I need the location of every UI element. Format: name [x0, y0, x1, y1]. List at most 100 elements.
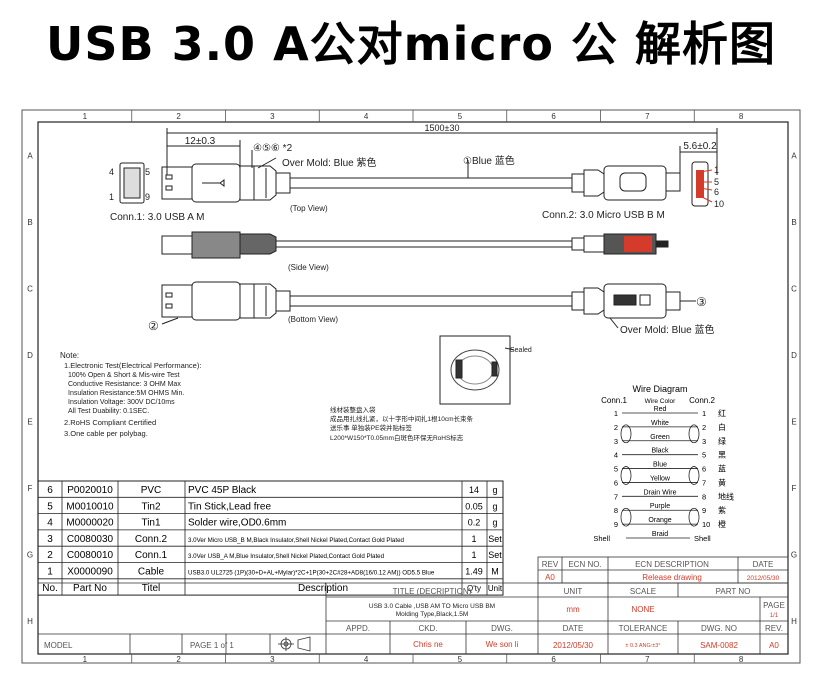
note-line: Insulation Resistance:5M OHMS Min.: [68, 390, 184, 397]
bom-cell-desc: Tin Stick,Lead free: [188, 501, 271, 512]
zone-col-label: 2: [176, 112, 181, 121]
bom-cell-part: M0000020: [66, 518, 114, 529]
bom-cell-titel: Conn.2: [135, 534, 168, 545]
pin-label-right-10: 10: [714, 199, 724, 209]
zone-row-label: E: [27, 417, 32, 426]
zone-col-label: 1: [83, 655, 88, 664]
bom-header-part: Part No: [73, 583, 107, 594]
bom-cell-part: C0080010: [67, 550, 114, 561]
checker-name: Chris ne: [413, 640, 443, 649]
wire-color-cn: 黑: [718, 451, 726, 460]
bom-cell-qty: 1.49: [465, 567, 483, 577]
callout-3: ③: [696, 295, 707, 309]
wire-color-cn: 绿: [718, 437, 726, 446]
rev-header-desc: ECN DESCRIPTION: [635, 560, 709, 569]
bom-cell-unit: Set: [488, 534, 502, 544]
wire-pin-left: 2: [614, 423, 618, 432]
zone-col-label: 6: [551, 112, 556, 121]
twisted-pair-marker: [688, 466, 700, 485]
zone-col-label: 6: [551, 655, 556, 664]
zone-row-label: D: [791, 351, 797, 360]
bom-cell-no: 6: [47, 485, 53, 496]
twisted-pair-marker: [688, 507, 700, 527]
twisted-pair-marker: [620, 466, 632, 485]
zone-row-label: F: [792, 484, 797, 493]
bom-cell-qty: 1: [471, 550, 476, 560]
page-title: USB 3.0 A公对micro 公 解析图: [46, 17, 776, 71]
wire-pin-right: 8: [702, 492, 706, 501]
zone-row-label: B: [791, 218, 796, 227]
wire-color-cn: 白: [718, 422, 726, 432]
page-label: PAGE: [763, 601, 785, 610]
title-line-1: USB 3.0 Cable ,USB AM TO Micro USB BM: [369, 603, 495, 610]
wire-color-label: Drain Wire: [643, 489, 676, 496]
bom-cell-qty: 0.05: [465, 501, 483, 511]
zone-row-label: H: [791, 617, 797, 626]
part-no-label: PART NO: [716, 587, 751, 596]
cable-callout-label: ①Blue 蓝色: [463, 154, 515, 167]
pin-label-left-1: 1: [109, 192, 114, 202]
scale-value: NONE: [631, 605, 654, 614]
wire-color-label: White: [651, 420, 669, 427]
zone-col-label: 5: [458, 655, 463, 664]
bom-cell-unit: g: [492, 501, 497, 511]
pack-note-line: 成品用扎线扎紧，以十字形中间扎1根10cm长束条: [330, 414, 474, 423]
zone-row-label: C: [27, 284, 33, 293]
wire-diagram-conn1: Conn.1: [601, 396, 627, 405]
bom-cell-no: 1: [47, 567, 53, 578]
bom-cell-part: C0080030: [67, 534, 114, 545]
rev-header-ecn: ECN NO.: [568, 560, 601, 569]
wire-color-cn: 蓝: [718, 464, 726, 474]
wire-color-cn: 地线: [718, 491, 734, 501]
wire-color-label: Blue: [653, 462, 667, 469]
bom-cell-qty: 14: [469, 485, 479, 495]
zone-col-label: 2: [176, 655, 181, 664]
drafter-name: We son li: [486, 640, 519, 649]
appd-label: APPD.: [346, 624, 370, 633]
wire-pin-right: 2: [702, 423, 706, 432]
wire-color-cn: 红: [718, 408, 726, 418]
wire-color-cn: 紫: [718, 506, 726, 515]
zone-col-label: 8: [739, 655, 744, 664]
zone-col-label: 8: [739, 112, 744, 121]
zone-col-label: 5: [458, 112, 463, 121]
bom-header-no: No.: [42, 583, 58, 594]
rev-value: A0: [545, 573, 555, 582]
rev-date: 2012/05/30: [747, 575, 780, 582]
bom-cell-titel: Tin1: [141, 518, 161, 529]
model-label: MODEL: [44, 641, 73, 650]
drawing-date: 2012/05/30: [553, 641, 594, 650]
ckd-label: CKD.: [418, 624, 437, 633]
zone-row-label: C: [791, 284, 797, 293]
title-block: [38, 556, 789, 654]
wire-color-label: Braid: [652, 531, 668, 538]
bom-cell-part: M0010010: [66, 501, 114, 512]
wire-pin-right: 10: [702, 520, 710, 529]
zone-col-label: 4: [364, 655, 369, 664]
wire-pin-right: 1: [702, 409, 706, 418]
bom-cell-titel: Tin2: [141, 501, 161, 512]
title-label: TITLE (DECRIPTION): [393, 587, 472, 596]
zone-row-label: F: [28, 484, 33, 493]
wire-color-cn: 黄: [718, 477, 726, 487]
zone-row-label: D: [27, 351, 33, 360]
bom-cell-unit: Set: [488, 550, 502, 560]
note-line: Conductive Resistance: 3 OHM Max: [68, 381, 181, 388]
pin-label-left-5: 5: [145, 167, 150, 177]
wire-pin-left: 8: [614, 506, 618, 515]
side-view-label: (Side View): [288, 263, 329, 272]
zone-row-label: A: [27, 151, 33, 160]
top-view-label: (Top View): [290, 204, 328, 213]
bottom-view-drawing: [161, 281, 696, 329]
zone-col-label: 7: [645, 112, 650, 121]
bom-cell-no: 3: [47, 534, 53, 545]
bom-cell-no: 2: [47, 550, 53, 561]
zone-row-label: A: [791, 151, 797, 160]
zone-col-label: 3: [270, 112, 275, 121]
callout-2: ②: [148, 319, 159, 333]
bom-cell-desc: 3.0Ver Micro USB_B M,Black Insulator,She…: [188, 537, 405, 544]
bom-header-desc: Description: [298, 583, 348, 594]
